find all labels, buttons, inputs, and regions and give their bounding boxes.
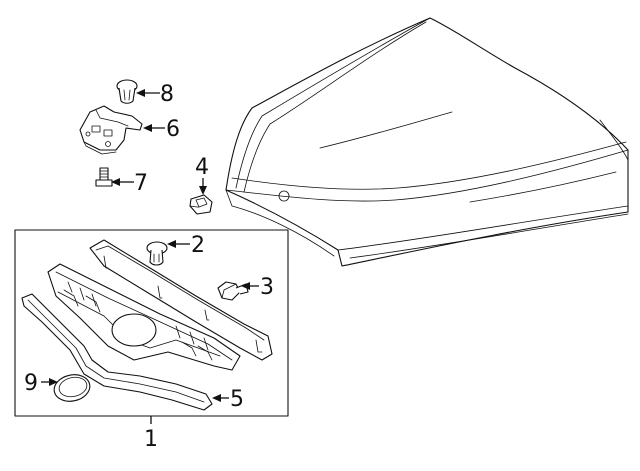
callout-label-8: 8 bbox=[160, 82, 174, 107]
stopper-part-3 bbox=[217, 281, 249, 301]
callout-label-1: 1 bbox=[144, 427, 158, 452]
lower-molding-part-5 bbox=[21, 293, 213, 411]
callout-label-4: 4 bbox=[195, 155, 209, 180]
callout-label-5: 5 bbox=[230, 387, 244, 412]
callout-label-2: 2 bbox=[191, 233, 205, 258]
callout-label-3: 3 bbox=[260, 275, 274, 300]
clip-part-4 bbox=[189, 194, 213, 215]
callout-label-6: 6 bbox=[166, 117, 180, 142]
upper-grille-molding bbox=[89, 239, 273, 361]
emblem-part-9 bbox=[53, 374, 91, 402]
callout-leaders bbox=[41, 89, 259, 424]
bolt-part-7 bbox=[95, 167, 113, 187]
push-pin-part-2 bbox=[146, 241, 168, 266]
grille-main bbox=[47, 263, 241, 371]
bracket-part-6 bbox=[79, 105, 143, 155]
hood-panel bbox=[225, 17, 629, 267]
callout-label-9: 9 bbox=[24, 371, 38, 396]
callout-label-7: 7 bbox=[134, 171, 148, 196]
clip-part-8 bbox=[116, 79, 138, 104]
